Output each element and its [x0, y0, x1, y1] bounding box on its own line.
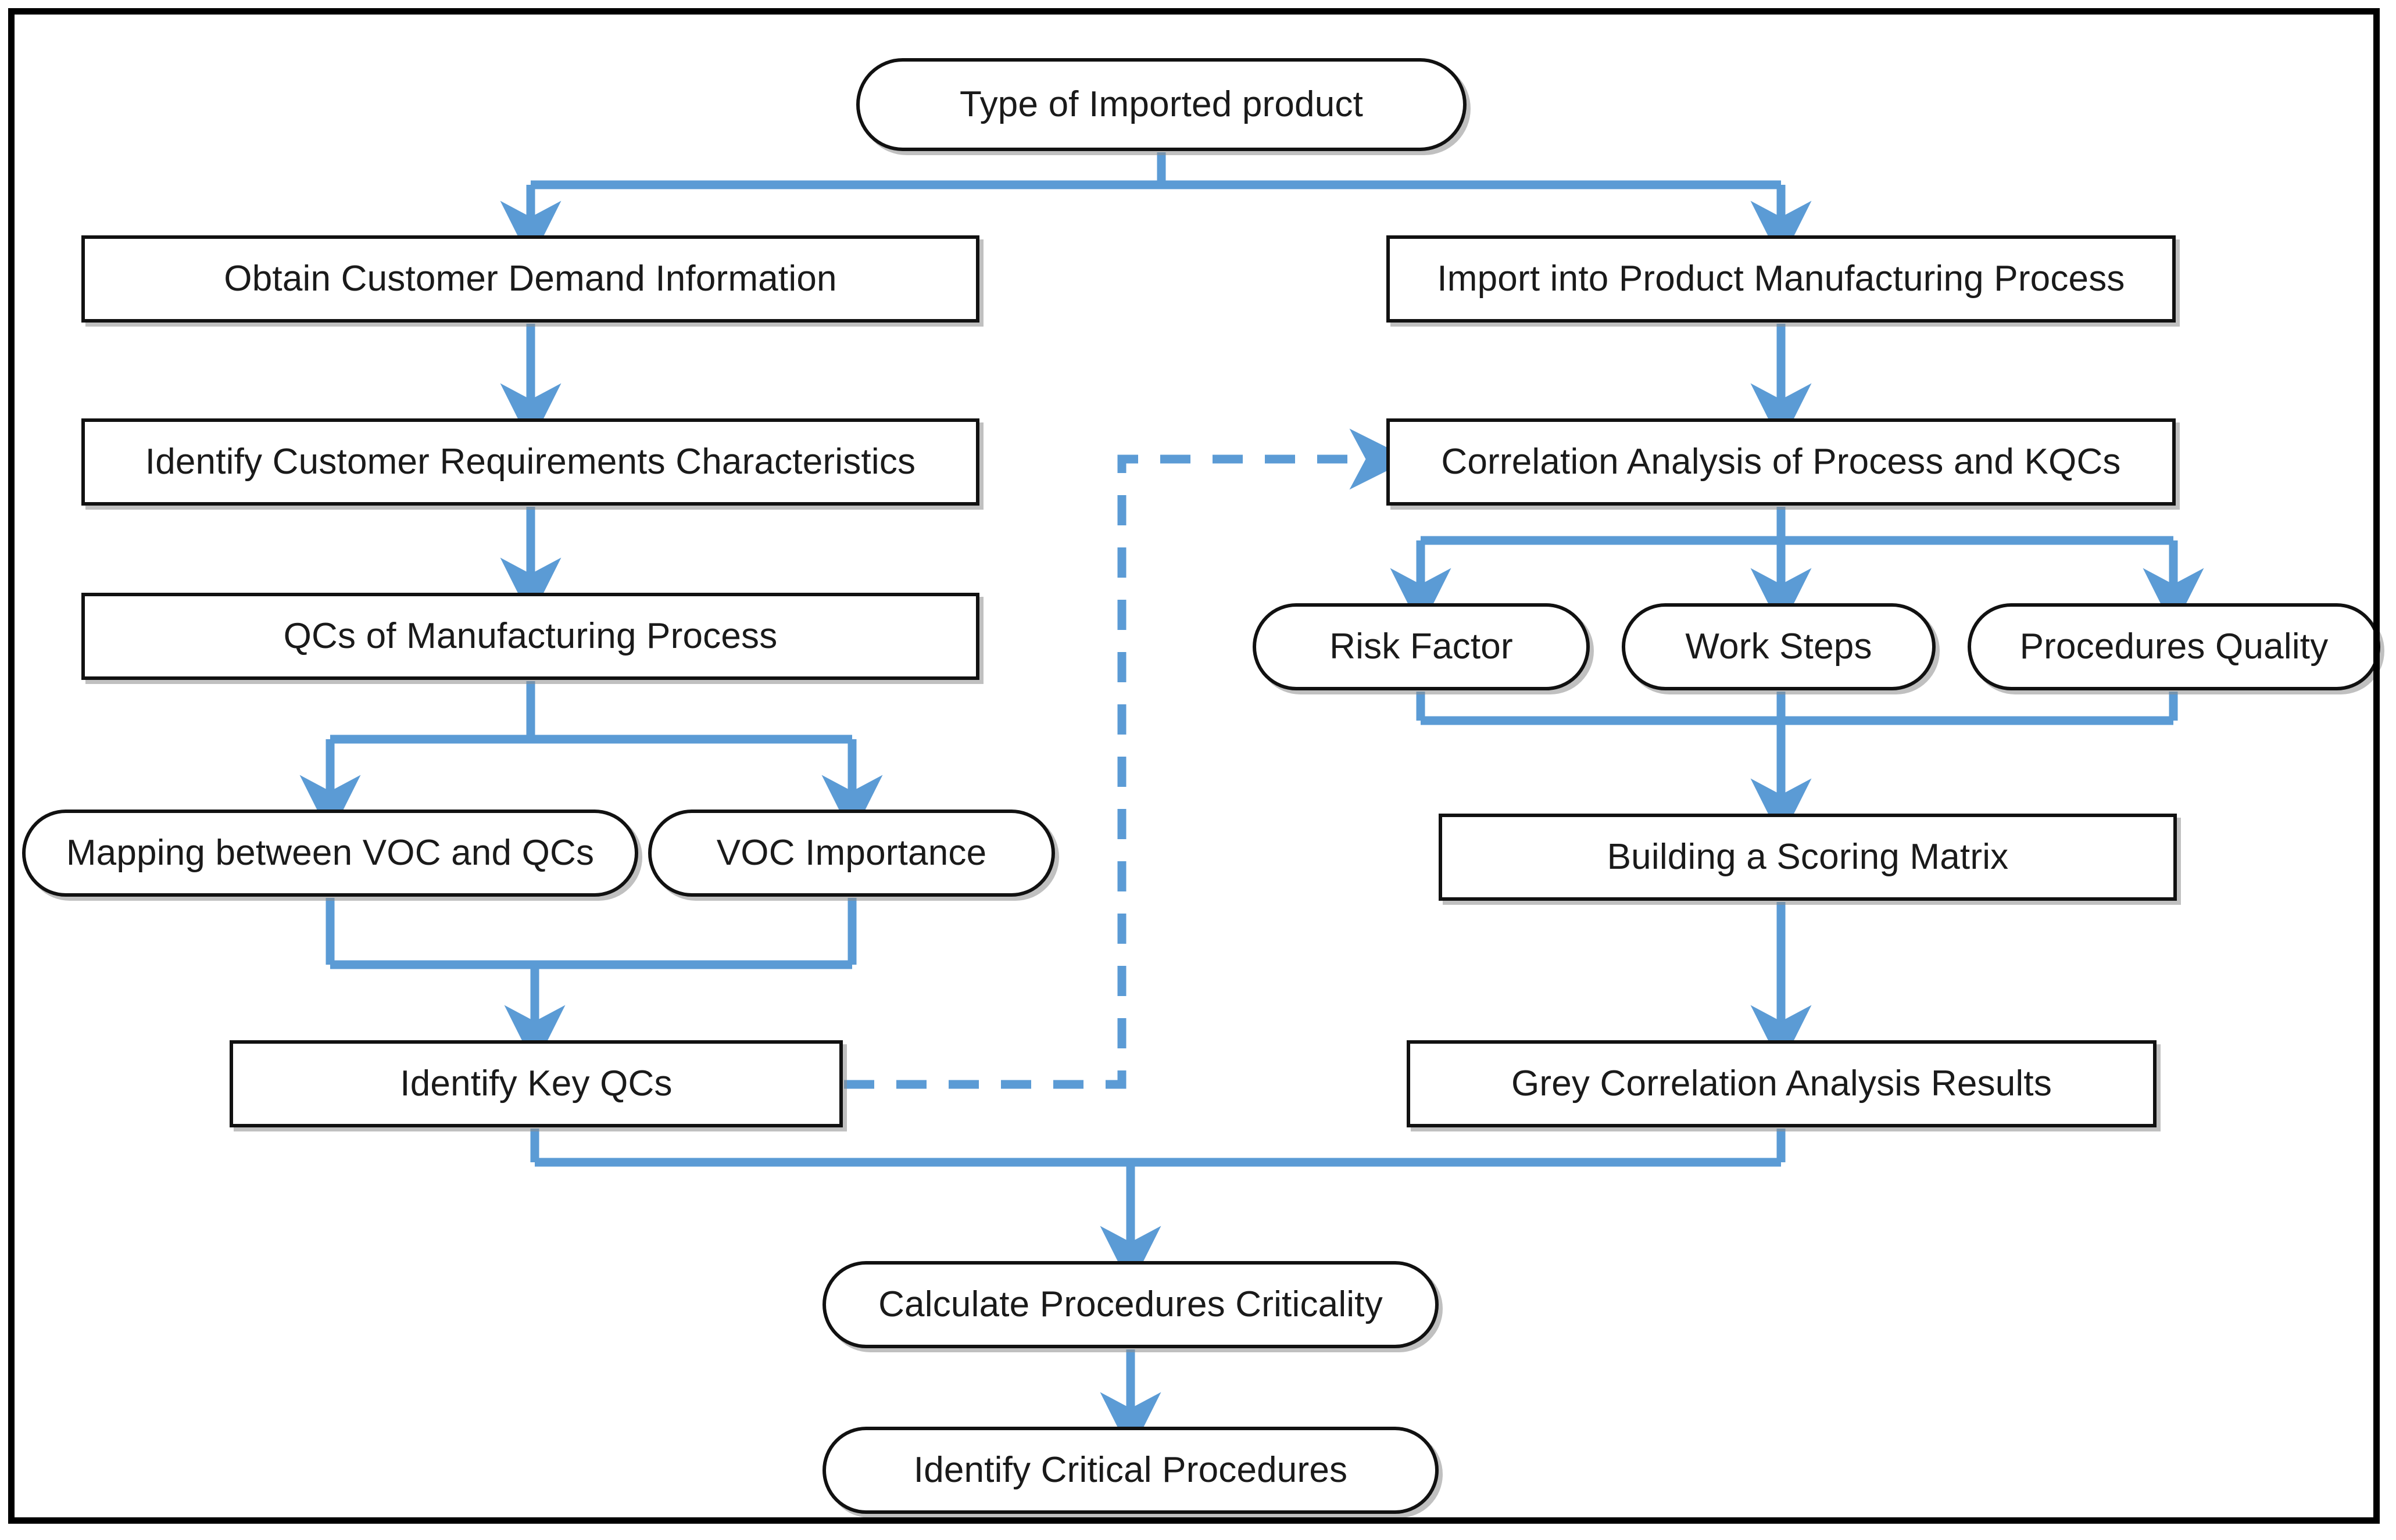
node-identify-key-qcs[interactable]: Identify Key QCs	[230, 1040, 843, 1127]
node-voc-importance[interactable]: VOC Importance	[648, 810, 1055, 897]
node-label: Calculate Procedures Criticality	[878, 1284, 1383, 1325]
node-label: Obtain Customer Demand Information	[224, 259, 837, 299]
node-label: Building a Scoring Matrix	[1607, 837, 2009, 878]
node-procedures-quality[interactable]: Procedures Quality	[1968, 603, 2380, 690]
node-import-manufacturing-process[interactable]: Import into Product Manufacturing Proces…	[1386, 235, 2176, 323]
node-identify-critical-procedures[interactable]: Identify Critical Procedures	[822, 1427, 1439, 1514]
node-label: Identify Key QCs	[400, 1063, 673, 1104]
node-type-imported-product[interactable]: Type of Imported product	[856, 58, 1467, 151]
node-label: VOC Importance	[716, 833, 987, 873]
node-label: QCs of Manufacturing Process	[283, 616, 778, 657]
node-mapping-voc-qcs[interactable]: Mapping between VOC and QCs	[22, 810, 638, 897]
node-label: Work Steps	[1685, 626, 1872, 667]
node-label: Identify Critical Procedures	[913, 1450, 1348, 1491]
node-identify-customer-requirements[interactable]: Identify Customer Requirements Character…	[81, 418, 979, 506]
node-obtain-customer-demand[interactable]: Obtain Customer Demand Information	[81, 235, 979, 323]
node-label: Grey Correlation Analysis Results	[1511, 1063, 2052, 1104]
node-grey-correlation-results[interactable]: Grey Correlation Analysis Results	[1407, 1040, 2157, 1127]
node-work-steps[interactable]: Work Steps	[1622, 603, 1936, 690]
node-correlation-analysis-kqcs[interactable]: Correlation Analysis of Process and KQCs	[1386, 418, 2176, 506]
node-label: Correlation Analysis of Process and KQCs	[1441, 442, 2121, 482]
node-label: Risk Factor	[1329, 626, 1513, 667]
node-risk-factor[interactable]: Risk Factor	[1253, 603, 1590, 690]
node-qcs-manufacturing-process[interactable]: QCs of Manufacturing Process	[81, 593, 979, 680]
edge-key-qcs-to-correlation-feedback	[844, 428, 1411, 1089]
node-label: Procedures Quality	[2019, 626, 2329, 667]
node-label: Import into Product Manufacturing Proces…	[1437, 259, 2125, 299]
node-label: Identify Customer Requirements Character…	[145, 442, 916, 482]
node-label: Type of Imported product	[959, 84, 1364, 125]
node-calculate-procedures-criticality[interactable]: Calculate Procedures Criticality	[822, 1261, 1439, 1348]
node-building-scoring-matrix[interactable]: Building a Scoring Matrix	[1439, 814, 2177, 901]
node-label: Mapping between VOC and QCs	[66, 833, 595, 873]
